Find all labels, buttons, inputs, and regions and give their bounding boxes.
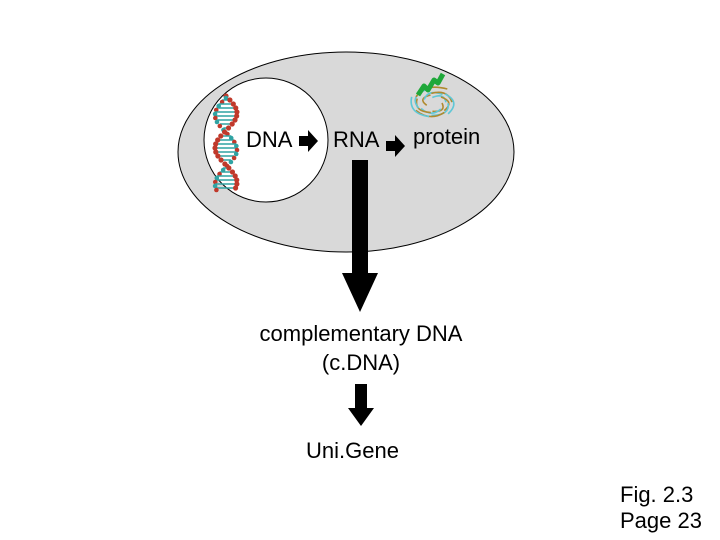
cdna-label: complementary DNA (c.DNA)	[225, 320, 497, 377]
figure-caption: Fig. 2.3 Page 23	[620, 482, 702, 535]
cdna-label-line1: complementary DNA	[259, 321, 463, 346]
protein-label: protein	[413, 124, 481, 149]
unigene-label: Uni.Gene	[306, 438, 399, 463]
page-number: Page 23	[620, 508, 702, 534]
dna-to-rna-arrow	[299, 130, 318, 152]
rna-label: RNA	[333, 127, 380, 152]
rna-to-cdna-arrow	[342, 160, 378, 312]
protein-structure-icon	[410, 72, 455, 118]
cdna-label-line2: (c.DNA)	[321, 349, 401, 375]
cdna-to-unigene-arrow	[348, 384, 374, 426]
dna-helix-icon	[212, 93, 240, 193]
dna-label: DNA	[246, 127, 293, 152]
figure-number: Fig. 2.3	[620, 482, 694, 507]
rna-to-protein-arrow	[386, 135, 405, 157]
